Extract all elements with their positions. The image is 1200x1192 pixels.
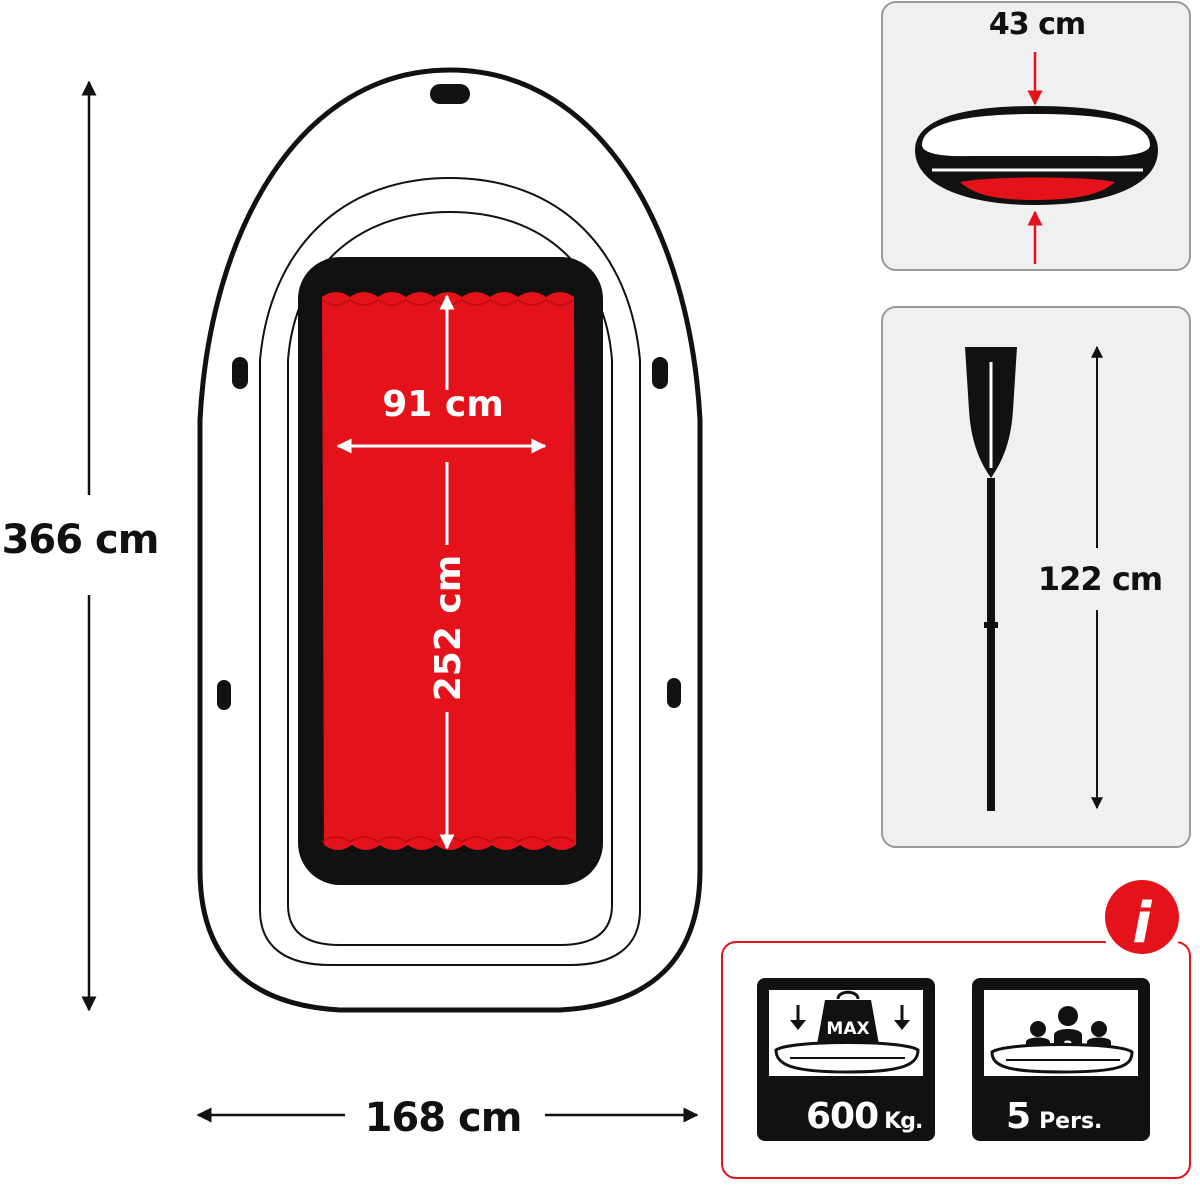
weight-icon: MAX [816, 990, 880, 1050]
boat-silhouette-icon [774, 1041, 920, 1074]
boat-handle-right-bottom [667, 678, 681, 708]
boat-handle-left-top [232, 357, 248, 389]
total-length-label: 366 cm [2, 517, 159, 563]
tube-diameter-label: 43 cm [989, 7, 1085, 42]
total-width-label: 168 cm [365, 1095, 522, 1141]
info-badge-letter: i [1132, 891, 1152, 956]
boat-valve [430, 84, 470, 104]
boat-floor [322, 292, 576, 850]
oar-icon [965, 347, 1017, 811]
boat-silhouette-icon-2 [990, 1043, 1134, 1074]
floor-width-label: 91 cm [382, 384, 503, 425]
down-arrow-icon [790, 1005, 910, 1030]
boat-handle-right-top [652, 357, 668, 389]
tube-cross-section [915, 106, 1158, 205]
floor-length-label: 252 cm [428, 555, 469, 702]
oar-panel: 122 cm [881, 306, 1191, 848]
total-length-dimension: 366 cm [2, 80, 159, 1012]
boat-handle-left-bottom [217, 680, 231, 710]
oar-length-label: 122 cm [1038, 560, 1162, 598]
info-icon: i [1098, 873, 1186, 961]
tube-diameter-panel: 43 cm [881, 1, 1191, 271]
boat-top-view: 91 cm 252 cm [197, 67, 703, 1013]
total-width-dimension: 168 cm [196, 1095, 699, 1141]
max-load-tag: MAX [826, 1019, 869, 1039]
